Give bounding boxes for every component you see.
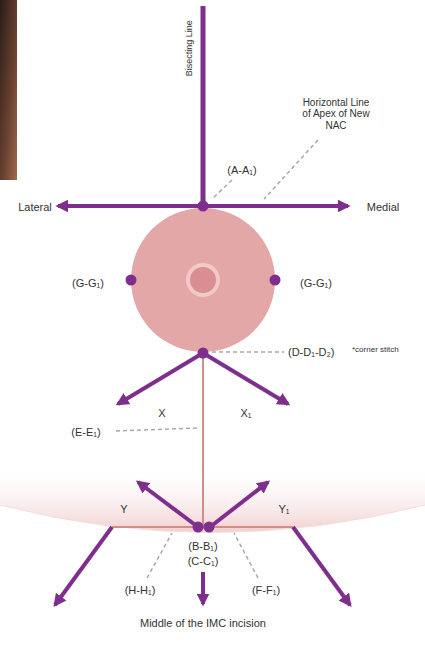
nipple <box>190 267 216 293</box>
marking-dot <box>126 275 137 286</box>
label-text: *corner stitch <box>352 345 399 354</box>
marking-dot <box>270 275 281 286</box>
nipple-ring <box>186 263 220 297</box>
label-text: Horizontal Line of Apex of New NAC <box>300 97 372 132</box>
photo-edge <box>0 0 17 180</box>
marking-dot <box>193 522 204 533</box>
leader-lines <box>116 140 318 578</box>
label-text: X <box>158 407 165 420</box>
marking-dot <box>198 201 209 212</box>
marking-dot <box>204 522 215 533</box>
label-text: (H-H₁) <box>125 584 156 597</box>
imc-band <box>0 462 425 533</box>
label-text: (G-G₁) <box>300 277 332 290</box>
lateral-arrow <box>58 204 203 208</box>
medial-arrow <box>203 204 348 208</box>
imc-edge <box>0 505 425 533</box>
label-text: (B-B₁) <box>188 540 217 553</box>
label-text: (C-C₁) <box>188 555 219 568</box>
label-text: (A-A₁) <box>227 164 256 177</box>
label-text: X₁ <box>240 407 251 420</box>
label-text: Y <box>120 503 127 516</box>
bisecting-line <box>201 6 206 206</box>
label-text: Lateral <box>18 201 52 214</box>
vertical-limb <box>202 353 204 527</box>
nac-circle <box>131 208 275 352</box>
label-text: Middle of the IMC incision <box>140 617 266 630</box>
label-text: Bisecting Line <box>184 20 194 76</box>
down-arrow <box>201 572 205 604</box>
y-arrow <box>210 482 268 527</box>
label-text: (F-F₁) <box>252 584 280 597</box>
label-text: Y₁ <box>278 503 289 516</box>
label-text: Medial <box>367 201 399 214</box>
marking-dot <box>198 348 209 359</box>
x-arrow <box>203 353 288 404</box>
x-arrow <box>118 353 203 404</box>
down-arrow <box>293 527 350 605</box>
down-arrow <box>55 527 112 605</box>
label-text: (D-D₁-D₂) <box>288 346 334 359</box>
y-arrow <box>138 482 198 527</box>
label-text: (G-G₁) <box>72 277 104 290</box>
label-text: (E-E₁) <box>71 426 100 439</box>
